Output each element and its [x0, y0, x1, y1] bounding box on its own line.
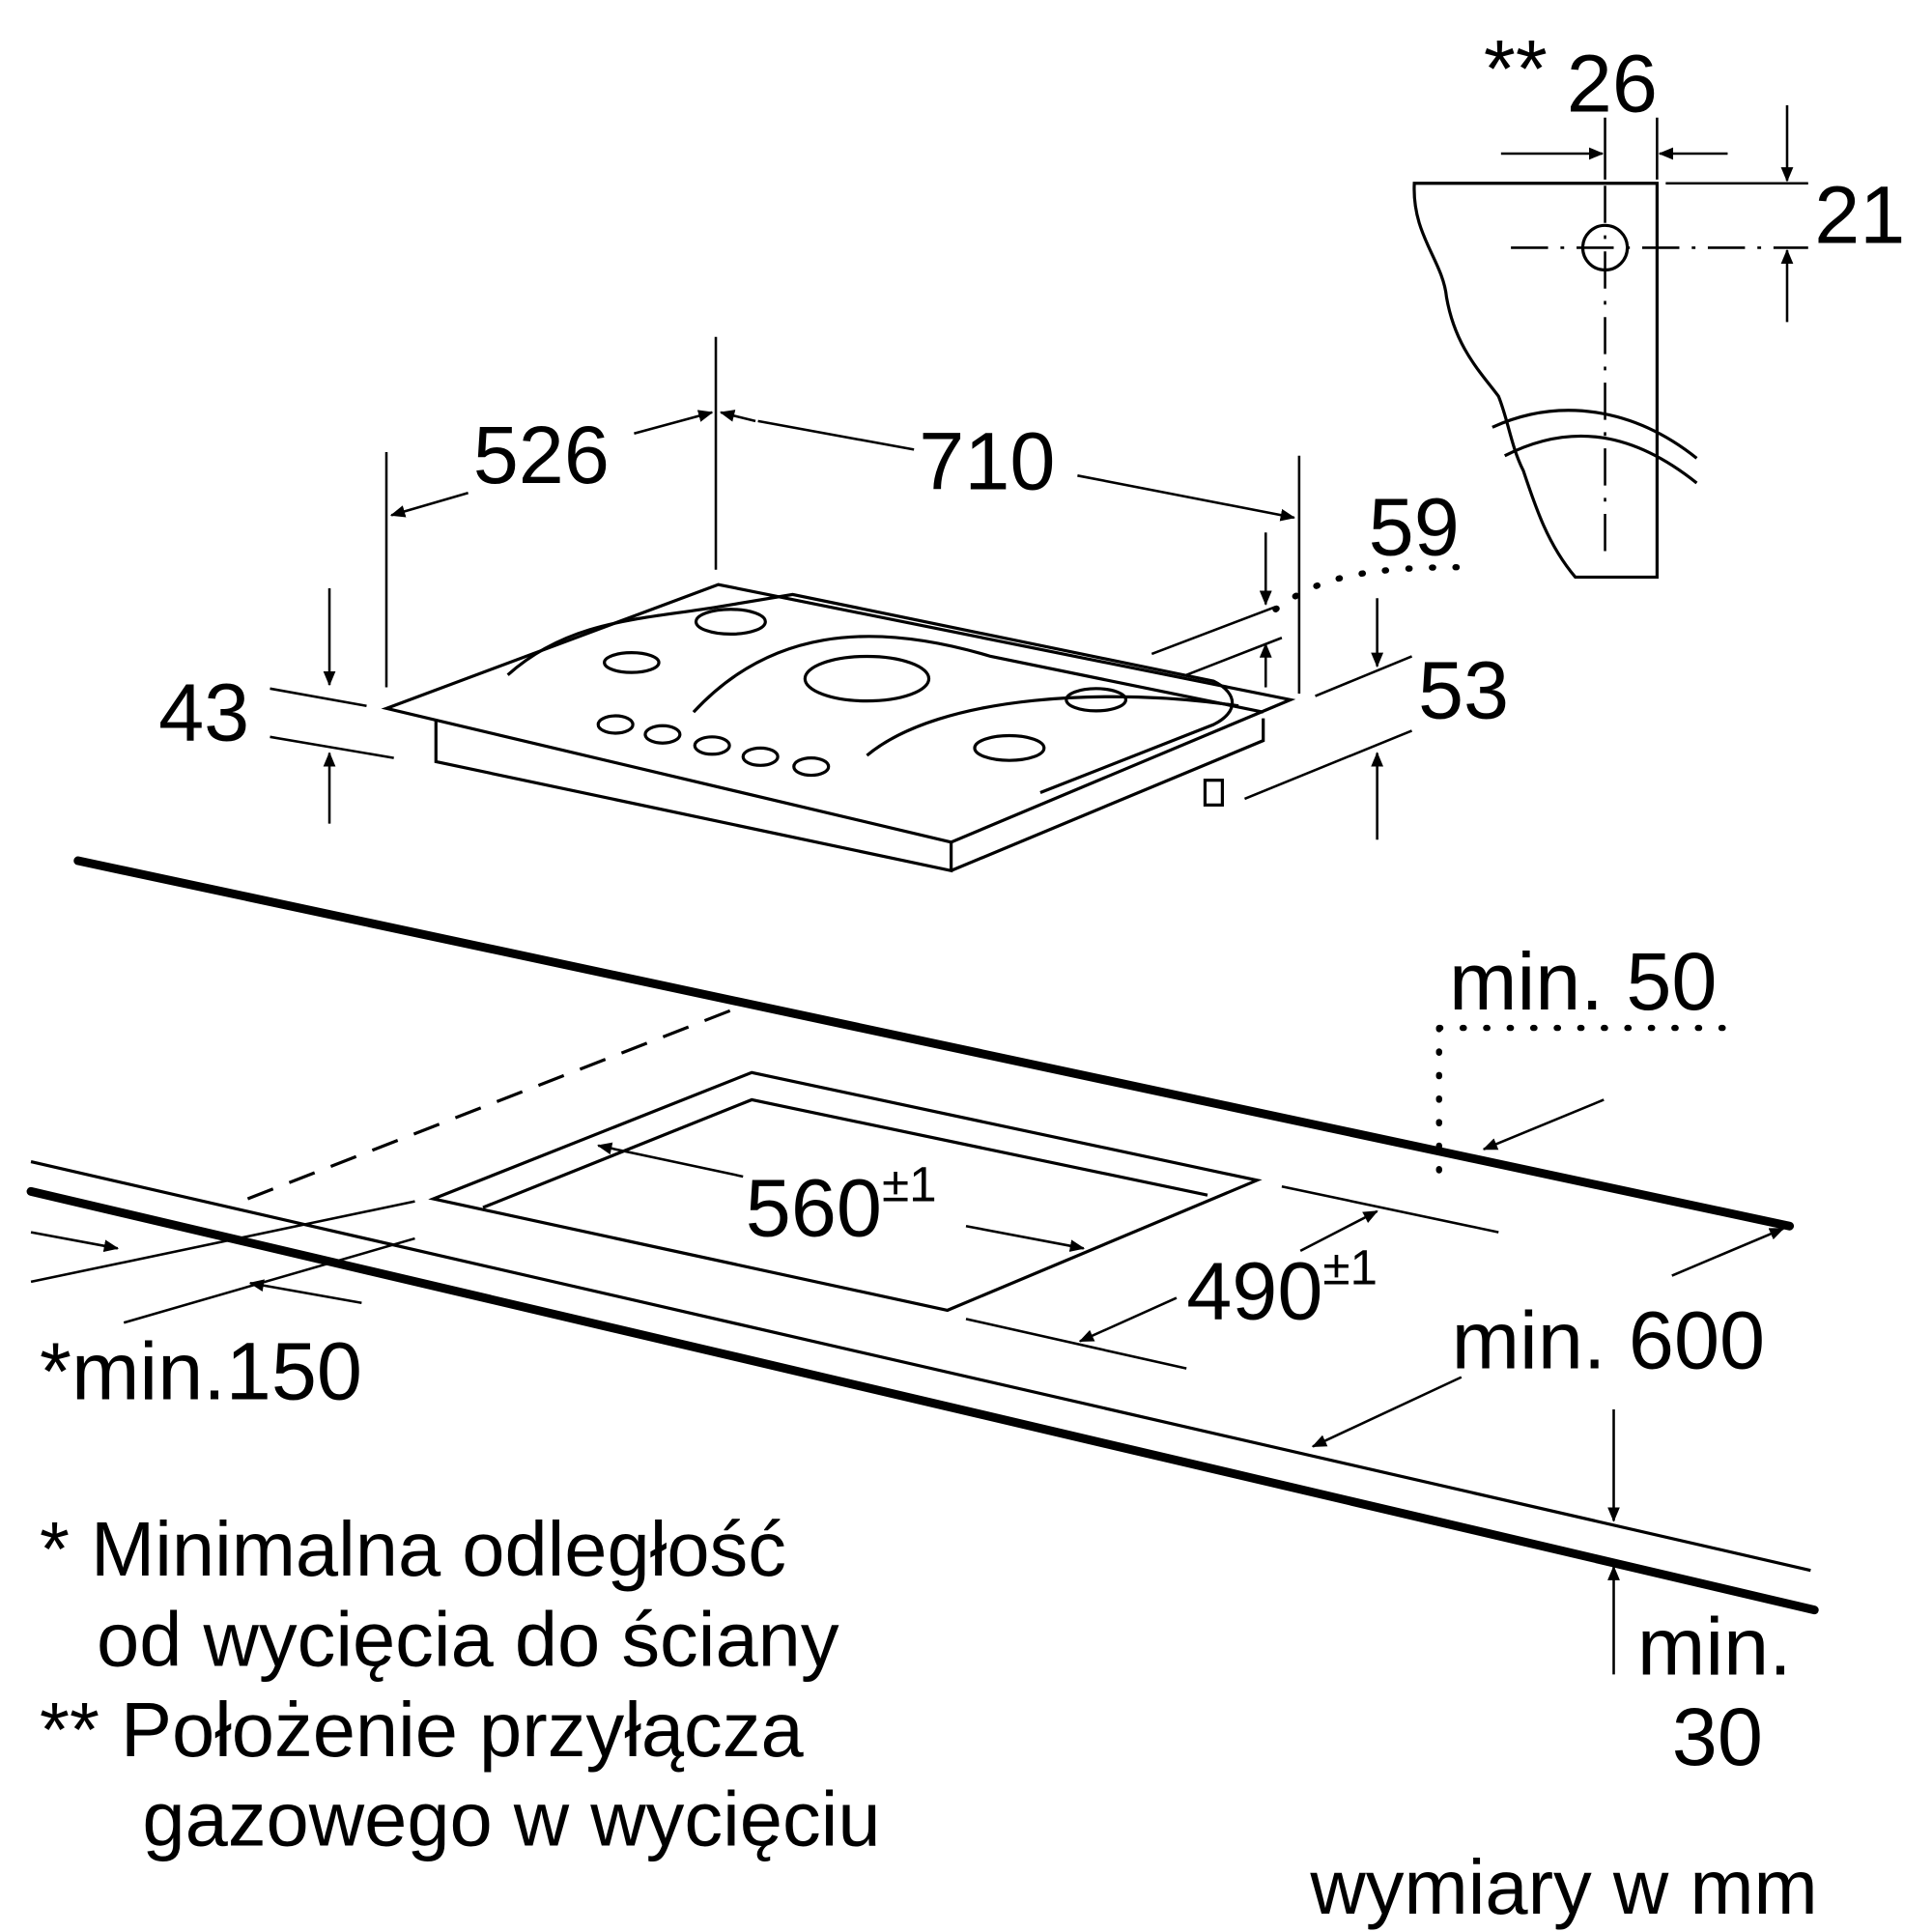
dim-710: 710	[919, 414, 1055, 506]
units-label: wymiary w mm	[1309, 1844, 1817, 1930]
note1-line2: od wycięcia do ściany	[97, 1596, 839, 1682]
gas-hob	[381, 582, 1296, 873]
worktop-cutout: *min.150 560±1 490±1 min. 50 min. 600 mi…	[26, 856, 1819, 1782]
dim-26-prefix: **	[1484, 22, 1548, 114]
gas-connection-detail: ** 26 21	[1412, 22, 1905, 580]
dim-560: 560±1	[746, 1157, 937, 1254]
hob-dimensions: 526 710 43 59 53	[158, 336, 1509, 840]
footnotes: * Minimalna odległość od wycięcia do ści…	[40, 1506, 881, 1861]
dim-min600: min. 600	[1452, 1294, 1766, 1386]
dim-min30-line2: 30	[1672, 1690, 1763, 1782]
dim-21: 21	[1814, 168, 1905, 260]
dim-53: 53	[1418, 644, 1509, 736]
dim-43: 43	[158, 667, 249, 758]
dim-59: 59	[1369, 480, 1460, 572]
note1-line1: * Minimalna odległość	[40, 1506, 786, 1592]
dim-min30-line1: min.	[1637, 1600, 1792, 1691]
note2-line2: gazowego w wycięciu	[142, 1776, 880, 1861]
dim-min150: *min.150	[40, 1325, 362, 1417]
dim-26: 26	[1567, 37, 1658, 128]
dim-526: 526	[473, 409, 610, 500]
dim-490: 490±1	[1186, 1239, 1378, 1336]
dim-min50: min. 50	[1449, 935, 1717, 1027]
note2-line1: ** Położenie przyłącza	[40, 1687, 804, 1773]
control-knobs	[596, 714, 831, 778]
